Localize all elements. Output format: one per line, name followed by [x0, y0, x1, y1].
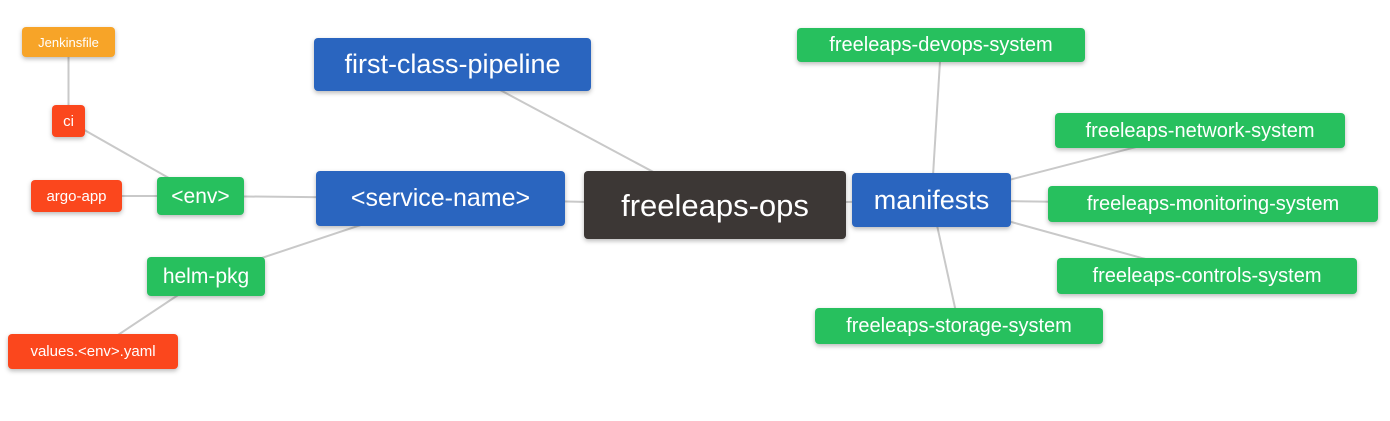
node-storage-system[interactable]: freeleaps-storage-system: [815, 308, 1103, 344]
node-values-env-yaml[interactable]: values.<env>.yaml: [8, 334, 178, 369]
node-helm-pkg[interactable]: helm-pkg: [147, 257, 265, 296]
node-freeleaps-ops[interactable]: freeleaps-ops: [584, 171, 846, 239]
node-devops-system[interactable]: freeleaps-devops-system: [797, 28, 1085, 62]
node-first-class-pipeline[interactable]: first-class-pipeline: [314, 38, 591, 91]
node-monitoring-system[interactable]: freeleaps-monitoring-system: [1048, 186, 1378, 222]
node-jenkinsfile[interactable]: Jenkinsfile: [22, 27, 115, 57]
node-service-name[interactable]: <service-name>: [316, 171, 565, 226]
node-manifests[interactable]: manifests: [852, 173, 1011, 227]
node-network-system[interactable]: freeleaps-network-system: [1055, 113, 1345, 148]
node-ci[interactable]: ci: [52, 105, 85, 137]
node-env[interactable]: <env>: [157, 177, 244, 215]
node-argo-app[interactable]: argo-app: [31, 180, 122, 212]
node-controls-system[interactable]: freeleaps-controls-system: [1057, 258, 1357, 294]
